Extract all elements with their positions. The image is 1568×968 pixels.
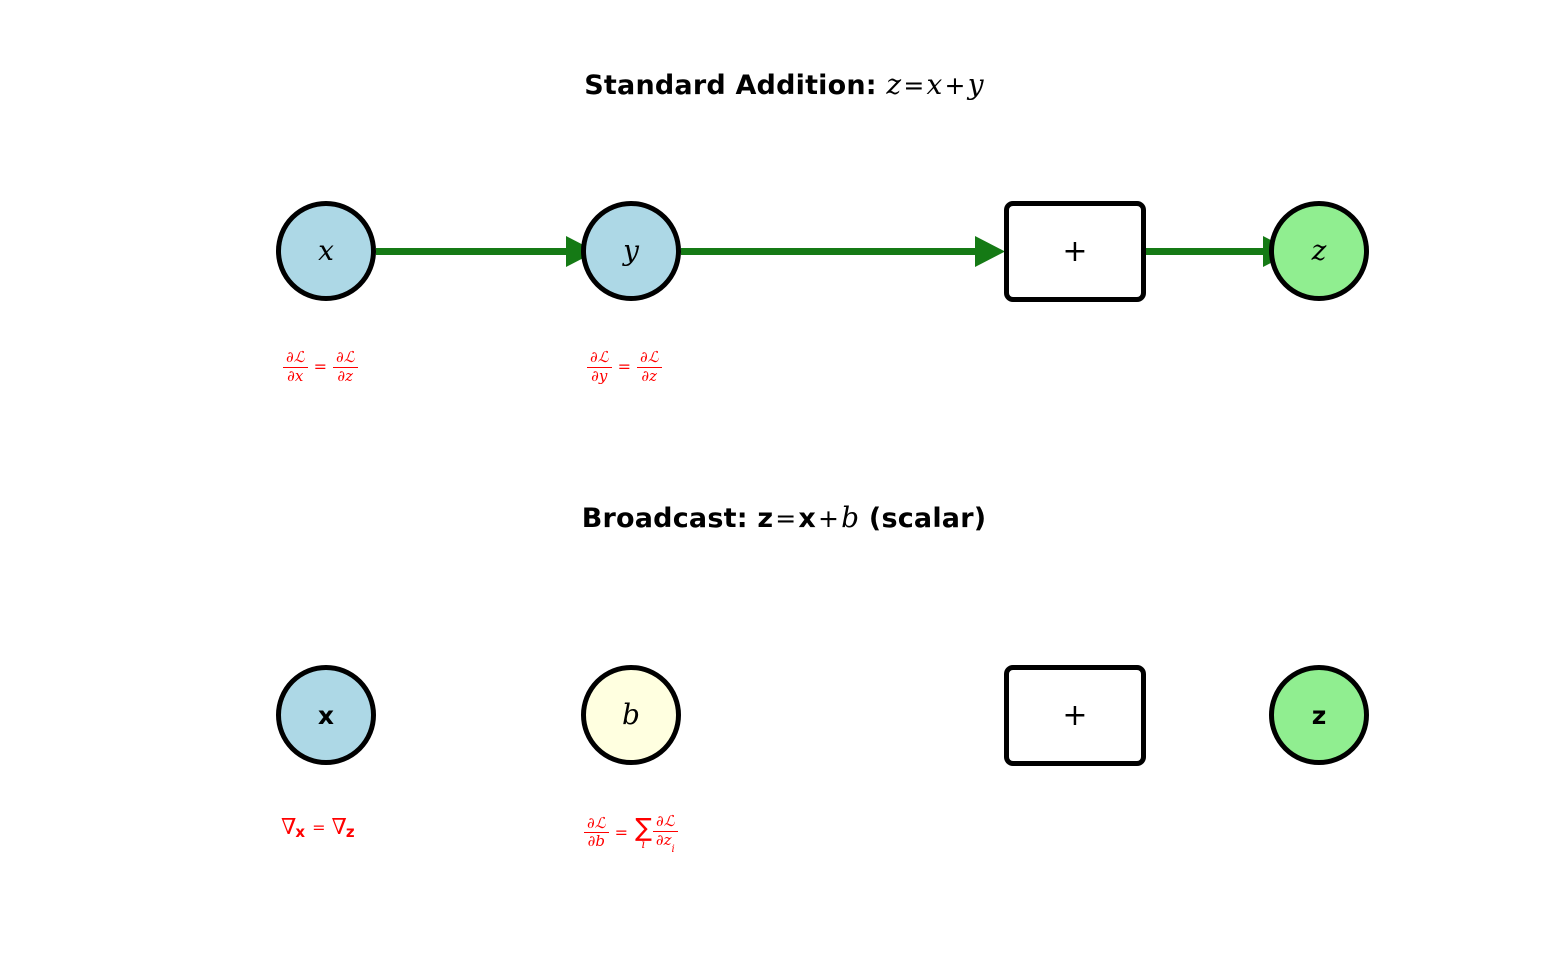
section-title-eq-plus: + (818, 504, 840, 533)
node-label-add-op-row2: + (1062, 697, 1088, 733)
sigma-icon: ∑ (634, 813, 652, 843)
node-label-z-row2: z (1311, 700, 1327, 730)
nabla-subscript-x: x (295, 822, 306, 841)
denominator-base: ∂z (655, 830, 672, 849)
node-b-row2[interactable]: b (581, 665, 681, 765)
section-title-broadcast: Broadcast: z=x+b (scalar) (0, 501, 1568, 534)
equals-sign: = (614, 822, 628, 842)
fraction-denominator: ∂b (587, 832, 605, 851)
node-add-op-row2[interactable]: + (1004, 665, 1146, 766)
section-title-eq-rhs-b: y (967, 68, 984, 101)
fraction-numerator: ∂ℒ (587, 349, 612, 368)
nabla-icon: ∇ (281, 815, 297, 840)
equals-sign: = (313, 357, 327, 377)
fraction-denominator: ∂y (591, 366, 608, 385)
fraction-dL-dz: ∂ℒ ∂z (636, 349, 662, 385)
summation-symbol: ∑ i (634, 813, 652, 851)
node-label-x-row1: x (318, 234, 334, 267)
node-y-row1[interactable]: y (581, 201, 681, 301)
fraction-denominator: ∂zi (653, 830, 678, 855)
section-title-eq-rhs-b: b (841, 501, 860, 534)
node-z-row2[interactable]: z (1269, 665, 1369, 765)
node-label-b-row2: b (622, 698, 640, 731)
fraction-numerator: ∂ℒ (584, 815, 609, 834)
fraction-dL-db: ∂ℒ ∂b (584, 815, 609, 851)
node-z-row1[interactable]: z (1269, 201, 1369, 301)
node-add-op-row1[interactable]: + (1004, 201, 1146, 302)
gradient-annotation-b-row2: ∂ℒ ∂b = ∑ i ∂ℒ ∂zi (584, 813, 678, 855)
fraction-dL-dx: ∂ℒ ∂x (283, 349, 308, 385)
nabla-subscript-z: z (345, 822, 355, 841)
fraction-numerator: ∂ℒ (332, 349, 358, 368)
fraction-denominator: ∂x (287, 366, 304, 385)
section-title-eq-equals: = (775, 504, 797, 533)
section-title-suffix: (scalar) (868, 503, 987, 534)
gradient-annotation-x-row1: ∂ℒ ∂x = ∂ℒ ∂z (283, 349, 358, 385)
fraction-dL-dz: ∂ℒ ∂z (332, 349, 358, 385)
equals-sign: = (312, 818, 326, 837)
fraction-numerator: ∂ℒ (283, 349, 308, 368)
fraction-dL-dzi: ∂ℒ ∂zi (652, 813, 678, 855)
fraction-dL-dy: ∂ℒ ∂y (587, 349, 612, 385)
gradient-annotation-x-row2: ∇x = ∇z (281, 815, 356, 841)
section-title-label: Broadcast: (581, 503, 748, 534)
node-label-add-op-row1: + (1062, 233, 1088, 269)
section-title-eq-lhs: z (757, 503, 774, 534)
node-label-z-row1: z (1311, 234, 1327, 267)
fraction-numerator: ∂ℒ (636, 349, 662, 368)
node-x-row2[interactable]: x (276, 665, 376, 765)
fraction-denominator: ∂z (337, 366, 354, 385)
node-x-row1[interactable]: x (276, 201, 376, 301)
node-label-x-row2: x (317, 700, 335, 730)
section-title-eq-plus: + (944, 71, 966, 100)
denominator-subscript: i (671, 843, 675, 855)
sigma-index: i (641, 836, 646, 851)
fraction-numerator: ∂ℒ (652, 813, 678, 832)
section-title-eq-rhs-a: x (798, 503, 817, 534)
section-title-label: Standard Addition: (584, 70, 877, 101)
node-label-y-row1: y (623, 234, 639, 267)
section-title-standard-addition: Standard Addition: z=x+y (0, 68, 1568, 101)
gradient-annotation-y-row1: ∂ℒ ∂y = ∂ℒ ∂z (587, 349, 662, 385)
nabla-icon: ∇ (331, 815, 347, 840)
section-title-eq-lhs: z (886, 68, 902, 101)
section-title-eq-equals: = (903, 71, 925, 100)
section-title-eq-rhs-a: x (926, 68, 943, 101)
fraction-denominator: ∂z (641, 366, 658, 385)
equals-sign: = (617, 357, 631, 377)
arrowhead-y-to-op-icon (975, 236, 1005, 267)
